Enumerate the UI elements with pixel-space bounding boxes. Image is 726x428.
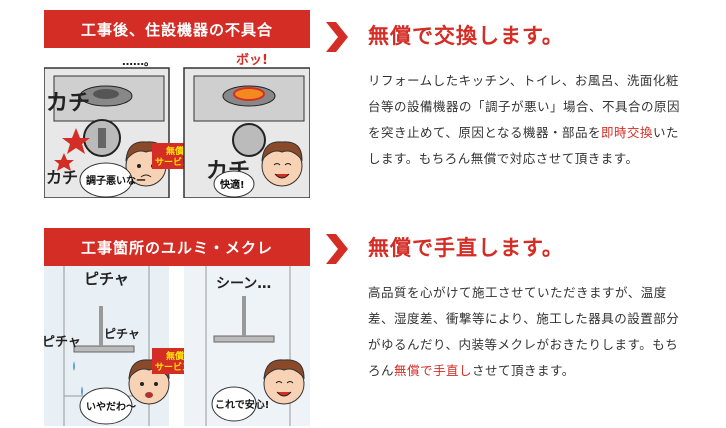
svg-text:サービス: サービス — [155, 361, 191, 373]
sfx-kachi-1: カチ — [46, 91, 90, 116]
section1-heading: 無償で交換します。 — [368, 24, 564, 48]
bubble-right: これで安心! — [215, 398, 269, 411]
section2-heading: 無償で手直します。 — [368, 236, 564, 260]
sfx-picha-2: ピチャ — [44, 335, 81, 350]
section2-highlight: 無償で手直し — [394, 363, 473, 378]
section1-illustration-panel: 工事後、住設機器の不具合 ……。 カチ カチ 調子悪いなー — [44, 10, 310, 198]
chevron-right-icon — [326, 22, 348, 52]
section1-highlight: 即時交換 — [601, 125, 654, 140]
section1-body: リフォームしたキッチン、トイレ、お風呂、洗面化粧台等の設備機器の「調子が悪い」場… — [368, 73, 681, 166]
chevron-right-icon — [326, 234, 348, 264]
sfx-picha-3: ピチャ — [104, 327, 140, 341]
section1-banner: 工事後、住設機器の不具合 — [44, 10, 310, 48]
section2-illustration-panel: 工事箇所のユルミ・メクレ ピチャ ピチャ ピチャ いやだわ〜 — [44, 228, 310, 426]
section2-body: 高品質を心がけて施工させていただきますが、温度差、湿度差、衝撃等により、施工した… — [368, 285, 680, 378]
section1-illustration: ……。 カチ カチ 調子悪いなー 無償 サービス — [44, 48, 310, 198]
sfx-bo: ボッ! — [236, 52, 268, 68]
section2-illustration: ピチャ ピチャ ピチャ いやだわ〜 無償 サービス シーン… — [44, 266, 310, 426]
svg-text:サービス: サービス — [155, 156, 191, 168]
bubble-left: 調子悪いなー — [86, 174, 146, 187]
section2-banner: 工事箇所のユルミ・メクレ — [44, 228, 310, 266]
sfx-silence: ……。 — [122, 55, 155, 68]
svg-text:無償: 無償 — [166, 145, 185, 157]
sfx-picha-1: ピチャ — [84, 270, 129, 288]
sfx-shin: シーン… — [216, 276, 271, 292]
sfx-kachi-2: カチ — [46, 168, 78, 187]
bubble-left: いやだわ〜 — [86, 401, 136, 413]
bubble-right: 快適! — [219, 178, 245, 191]
svg-text:無償: 無償 — [166, 350, 185, 362]
